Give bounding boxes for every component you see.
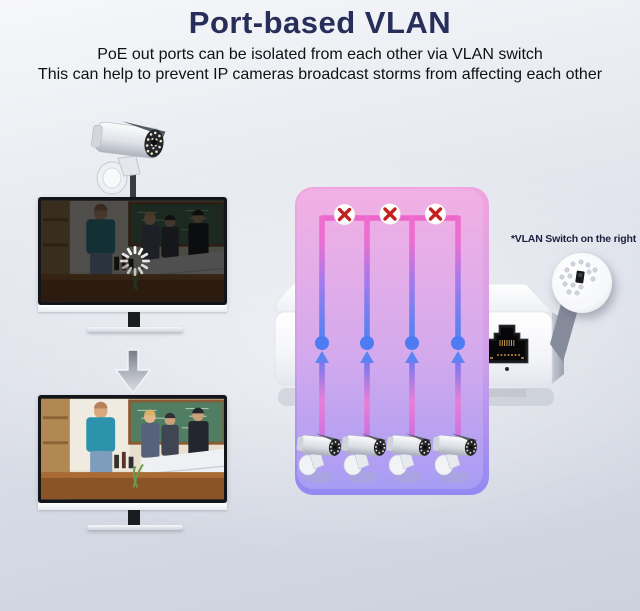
subtitle-line-1: PoE out ports can be isolated from each …	[97, 46, 543, 63]
page-title: Port-based VLAN	[188, 5, 452, 40]
monitor-top-chin	[38, 305, 227, 312]
reset-hole	[505, 367, 509, 371]
blocked-x-icon-1	[333, 203, 356, 226]
monitor-bottom-stand	[128, 510, 140, 525]
ip-camera-1	[295, 430, 343, 484]
monitor-bottom-base	[87, 525, 183, 530]
ip-camera-4	[431, 430, 479, 484]
detail-pointer	[550, 300, 579, 362]
monitor-top	[38, 197, 227, 305]
down-arrow-icon	[114, 349, 152, 395]
ip-camera-2	[340, 430, 388, 484]
switch-reflection	[278, 388, 554, 406]
camera-lens	[151, 139, 158, 146]
monitor-bottom-chin	[38, 503, 227, 510]
ip-camera-row	[295, 430, 479, 484]
vent-holes	[559, 259, 598, 296]
vlan-dip-switch-icon	[575, 270, 585, 284]
switch-top-face	[275, 283, 553, 313]
monitor-top-base	[87, 327, 183, 332]
vlan-switch-note: *VLAN Switch on the right	[510, 233, 636, 245]
monitor-bottom	[38, 395, 227, 503]
blocked-x-icon-2	[379, 203, 401, 225]
cafe-scene-dark	[41, 200, 224, 302]
camera-body	[91, 121, 166, 159]
monitor-top-stand	[128, 312, 140, 327]
blocked-x-icon-3	[424, 203, 447, 225]
camera-pole	[130, 170, 136, 206]
loading-spinner-icon	[120, 246, 150, 276]
cafe-scene-bright	[41, 398, 224, 500]
cctv-camera-icon	[91, 121, 166, 206]
subtitle-line-2: This can help to prevent IP cameras broa…	[37, 66, 603, 83]
poe-switch-device	[274, 283, 564, 406]
blocked-link-icons	[333, 203, 447, 226]
ir-led-ring	[145, 131, 163, 155]
vlan-switch-detail-zoom	[552, 253, 612, 313]
monitor-top-screen	[41, 200, 224, 302]
ip-camera-3	[385, 430, 433, 484]
blocked-horizontal-link	[319, 215, 461, 221]
monitor-bottom-screen	[41, 398, 224, 500]
